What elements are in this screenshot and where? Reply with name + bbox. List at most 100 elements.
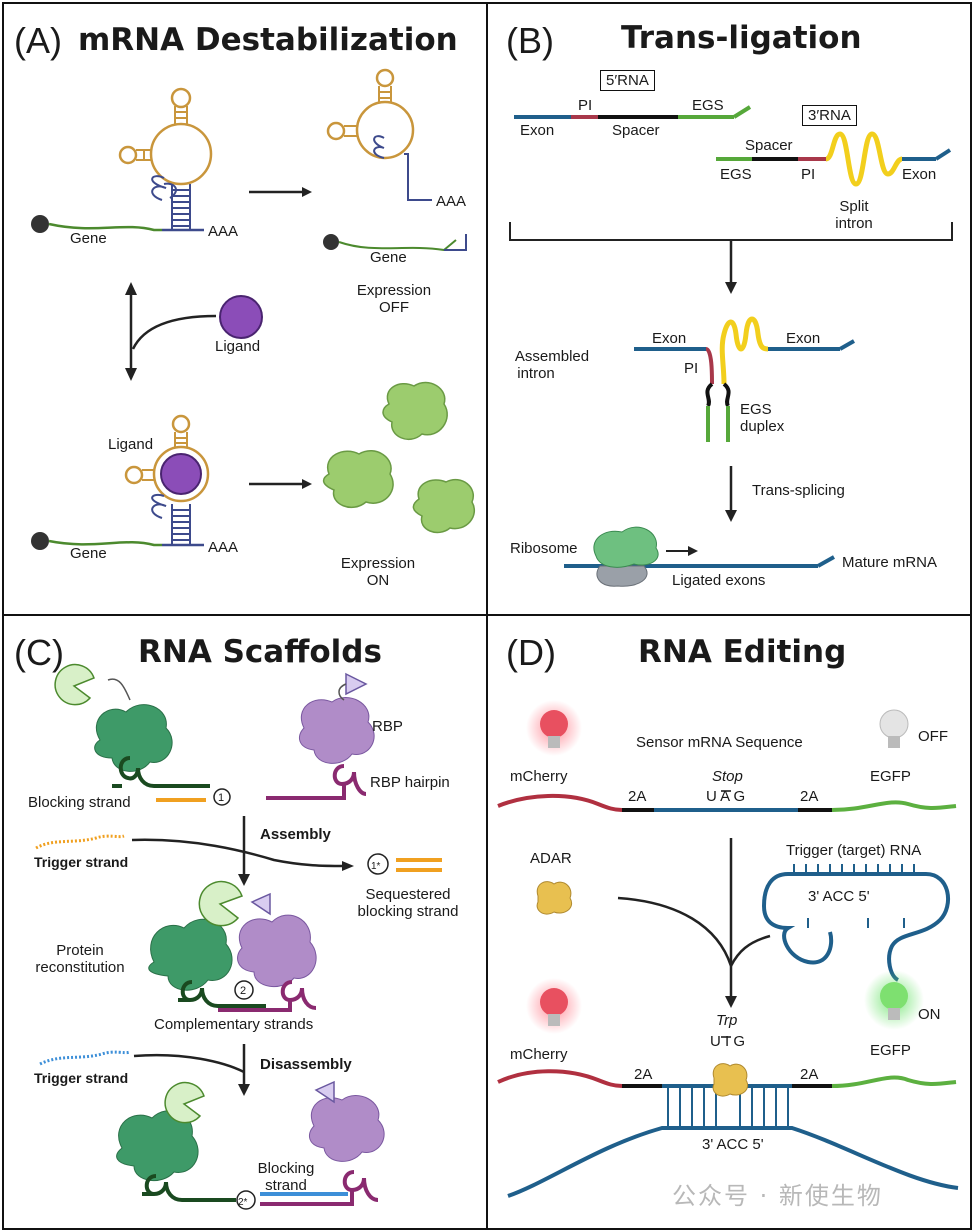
gene-label-off: Gene [370, 249, 407, 266]
panel-a-diagram [31, 68, 475, 550]
panel-d-tag: (D) [506, 632, 556, 673]
mcherry-label-1: mCherry [510, 768, 568, 785]
panel-b-diagram [509, 105, 953, 587]
mature-mrna [564, 526, 835, 587]
three-prime-rna [716, 131, 952, 187]
assembled-intron-line2: intron [517, 365, 555, 382]
aaa-label-top: AAA [208, 223, 239, 240]
disassembly-label: Disassembly [260, 1056, 352, 1073]
riboswitch-off [323, 68, 467, 252]
pi-label-2: PI [801, 166, 816, 183]
ligated-exons-label: Ligated exons [672, 572, 766, 589]
expression-on-line1: Expression [340, 555, 416, 572]
trigger-strand-1 [35, 834, 125, 850]
rbp-hairpin-label: RBP hairpin [370, 774, 450, 791]
gene-label-bottom: Gene [70, 545, 107, 562]
aaa-label-off: AAA [436, 193, 467, 210]
riboswitch-top [31, 87, 213, 233]
exon-label-2: Exon [902, 166, 937, 183]
spacer-label-2: Spacer [745, 137, 793, 154]
egs-label-2: EGS [720, 166, 752, 183]
ribosome-label: Ribosome [510, 540, 578, 557]
gene-label-top: Gene [70, 230, 107, 247]
sensor-mrna [497, 793, 957, 812]
spacer-label-1: Spacer [612, 122, 660, 139]
panel-a-tag: (A) [14, 20, 62, 61]
aaa-label-bottom: AAA [208, 539, 239, 556]
combine-bracket [509, 222, 953, 241]
separated-proteins [116, 1080, 385, 1210]
trans-splicing-label: Trans-splicing [752, 482, 845, 499]
three-rna-box: 3′RNA [802, 105, 857, 126]
exon-label-right: Exon [786, 330, 821, 347]
trp-label: Trp [716, 1012, 738, 1029]
expression-on-line2: ON [366, 572, 390, 589]
ligand-free [219, 295, 263, 339]
adar-label: ADAR [530, 850, 572, 867]
panel-c-title: RNA Scaffolds [138, 634, 382, 670]
green-protein-half [54, 663, 231, 806]
exon-label-left: Exon [652, 330, 687, 347]
assembled-intron-line1: Assembled [514, 348, 590, 365]
panel-b-title: Trans-ligation [621, 20, 862, 56]
assembled-intron [634, 316, 855, 442]
panel-rna-scaffolds: (C) RNA Scaffolds [2, 614, 488, 1230]
sensor-mrna-label: Sensor mRNA Sequence [636, 734, 803, 751]
panel-b-tag: (B) [506, 20, 554, 61]
five-prime-rna [514, 105, 752, 119]
assembly-label: Assembly [260, 826, 331, 843]
watermark: 公众号 · 新使生物 [672, 1182, 883, 1210]
mcherry-bulb-1 [526, 700, 582, 756]
expression-off-line1: Expression [356, 282, 432, 299]
circle-2-label: 2 [240, 985, 247, 997]
adar-enzyme-1 [536, 881, 572, 915]
twoa-label-2: 2A [800, 788, 819, 805]
panel-a-title: mRNA Destabilization [78, 22, 458, 58]
circle-1s-label: 1* [371, 861, 381, 872]
egs-duplex-line2: duplex [740, 418, 785, 435]
riboswitch-bottom [31, 414, 210, 550]
pi-label-1: PI [578, 97, 593, 114]
stop-label: Stop [712, 768, 743, 785]
blocking-strand-2-line2: strand [265, 1177, 307, 1194]
sequestered-line2: blocking strand [357, 903, 459, 920]
split-intron-line2: intron [835, 215, 873, 232]
five-rna-box: 5′RNA [600, 70, 655, 91]
egs-duplex-line1: EGS [740, 401, 772, 418]
acc-label-2: 3' ACC 5' [702, 1136, 764, 1153]
blocking-strand-2-line1: Blocking [257, 1160, 315, 1177]
panel-trans-ligation: (B) Trans-ligation [486, 2, 972, 616]
expression-off-line2: OFF [379, 299, 409, 316]
sequestered-line1: Sequestered [365, 886, 451, 903]
purple-protein-half [266, 672, 375, 800]
twoa-label-3: 2A [634, 1066, 653, 1083]
trigger-strand-label-2: Trigger strand [34, 1070, 129, 1086]
mature-mrna-label: Mature mRNA [842, 554, 938, 571]
trigger-target-rna [761, 864, 950, 982]
panel-rna-editing: (D) RNA Editing [486, 614, 972, 1230]
blocking-strand-label: Blocking strand [28, 794, 131, 811]
split-intron-line1: Split [839, 198, 869, 215]
trigger-strand-label-1: Trigger strand [34, 854, 129, 870]
panel-mrna-destabilization: (A) mRNA Destabilization [2, 2, 488, 616]
circle-2s-label: 2* [238, 1197, 248, 1208]
protein-reconstitution-line1: Protein [56, 942, 104, 959]
trigger-target-rna-label: Trigger (target) RNA [786, 842, 922, 859]
expressed-proteins [322, 381, 475, 534]
reconstituted-protein [148, 880, 317, 1012]
acc-label-1: 3' ACC 5' [808, 888, 870, 905]
rbp-label: RBP [372, 718, 403, 735]
twoa-label-1: 2A [628, 788, 647, 805]
off-label: OFF [918, 728, 948, 745]
twoa-label-4: 2A [800, 1066, 819, 1083]
trigger-strand-2 [39, 1050, 131, 1066]
egfp-label-1: EGFP [870, 768, 911, 785]
ligand-free-label: Ligand [215, 338, 261, 355]
codon-trp-label: U I G [710, 1033, 746, 1050]
on-label: ON [918, 1006, 941, 1023]
mcherry-label-2: mCherry [510, 1046, 568, 1063]
pi-label-3: PI [684, 360, 699, 377]
egfp-label-2: EGFP [870, 1042, 911, 1059]
mcherry-bulb-2 [526, 978, 582, 1034]
egfp-bulb-off [879, 709, 909, 748]
